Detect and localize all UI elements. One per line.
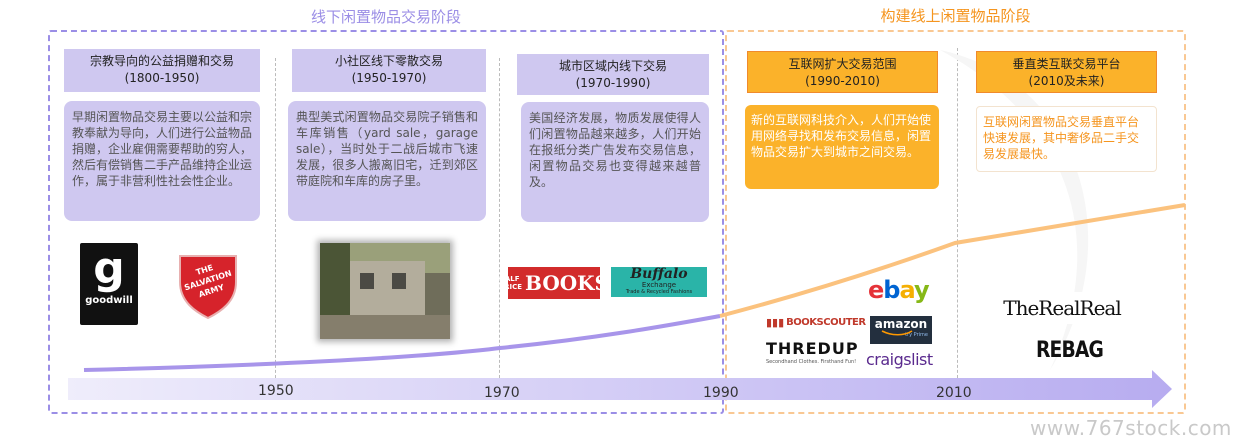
half-price-books-logo: HALF PRICE BOOKS [499, 267, 609, 299]
stage-5-header: 垂直类互联交易平台 (2010及未来) [976, 51, 1157, 93]
buffalo-exchange-logo: Buffalo Exchange Trade & Recycled Fashio… [611, 267, 707, 297]
stage-3-header: 城市区域内线下交易 (1970-1990) [517, 54, 709, 95]
stage-1-period: (1800-1950) [124, 71, 200, 85]
buffalo-exchange-name: Buffalo [630, 266, 688, 282]
growth-curve-offline [83, 314, 721, 372]
amazon-tag: try Prime [905, 332, 928, 338]
photo-window [360, 273, 374, 289]
stage-4-header: 互联网扩大交易范围 (1990-2010) [747, 51, 938, 93]
amazon-text: amazon [874, 317, 928, 331]
photo-window [392, 273, 406, 289]
stage-2-description: 典型美式闲置物品交易院子销售和车库销售（yard sale，garage sal… [288, 101, 486, 221]
half-price-books-small: HALF [499, 275, 520, 283]
therealreal-logo: TheRealReal [996, 292, 1128, 324]
watermark-text: www.767stock.com [1030, 416, 1232, 440]
stage-separator [275, 58, 276, 388]
salvation-army-logo [179, 255, 237, 320]
ebay-letter: a [899, 276, 915, 304]
stage-separator [957, 48, 958, 388]
goodwill-text: goodwill [85, 295, 133, 306]
stage-4-description: 新的互联网科技介入，人们开始使用网络寻找和发布交易信息，闲置物品交易扩大到城市之… [745, 105, 939, 189]
ebay-logo: ebay [868, 275, 930, 305]
amazon-logo: amazon try Prime [870, 316, 932, 344]
offline-phase-frame [48, 30, 724, 414]
offline-phase-title: 线下闲置物品交易阶段 [310, 8, 461, 26]
stage-3-title: 城市区域内线下交易 [558, 59, 667, 73]
thredup-tagline: Secondhand Clothes. Firsthand Fun! [766, 359, 857, 365]
thredup-text: THREDUP [766, 339, 859, 358]
stage-2-title: 小社区线下零散交易 [334, 54, 443, 68]
stage-5-title: 垂直类互联交易平台 [1012, 57, 1121, 71]
stage-1-description: 早期闲置物品交易主要以公益和宗教奉献为导向，人们进行公益物品捐赠，企业雇佣需要帮… [64, 101, 260, 221]
ebay-letter: e [868, 276, 884, 304]
stage-separator [499, 58, 500, 388]
stage-1-header: 宗教导向的公益捐赠和交易 (1800-1950) [64, 49, 260, 92]
online-phase-frame [725, 30, 1186, 414]
bookscouter-icon: ▮▮▮ [766, 315, 785, 329]
goodwill-mark: g [93, 243, 125, 294]
rebag-logo: REBAG [1036, 338, 1104, 363]
year-label-1970: 1970 [484, 385, 520, 401]
stage-5-period: (2010及未来) [1028, 74, 1105, 88]
ebay-letter: y [913, 276, 930, 304]
stage-1-title: 宗教导向的公益捐赠和交易 [89, 54, 234, 68]
stage-4-title: 互联网扩大交易范围 [788, 57, 897, 71]
ebay-letter: b [883, 276, 900, 304]
amazon-smile-icon [881, 330, 913, 336]
stage-3-description: 美国经济发展，物质发展使得人们闲置物品越来越多，人们开始在报纸分类广告发布交易信… [521, 102, 709, 222]
timeline-arrow [68, 370, 1172, 408]
online-phase-title: 构建线上闲置物品阶段 [880, 7, 1031, 25]
year-label-1950: 1950 [258, 383, 294, 399]
photo-ground [320, 315, 450, 339]
stage-2-period: (1950-1970) [351, 71, 427, 85]
buffalo-exchange-sub: Exchange [641, 281, 677, 289]
craigslist-logo: craigslist [866, 350, 933, 369]
half-price-books-small: PRICE [499, 283, 523, 291]
buffalo-exchange-tag: Trade & Recycled Fashions [625, 289, 693, 295]
thredup-logo: THREDUP Secondhand Clothes. Firsthand Fu… [766, 340, 862, 372]
photo-house [345, 261, 425, 316]
bookscouter-text: BOOKSCOUTER [786, 316, 866, 328]
bookscouter-logo: ▮▮▮ BOOKSCOUTER [766, 314, 866, 330]
stage-2-header: 小社区线下零散交易 (1950-1970) [292, 49, 486, 92]
year-label-2010: 2010 [936, 385, 972, 401]
goodwill-logo: g goodwill [80, 243, 138, 325]
growth-curve-online [719, 203, 1186, 318]
stage-5-description: 互联网闲置物品交易垂直平台快速发展，其中奢侈品二手交易发展最快。 [976, 106, 1157, 172]
stage-4-period: (1990-2010) [805, 74, 880, 88]
yard-sale-photo [320, 243, 450, 339]
year-label-1990: 1990 [703, 385, 739, 401]
stage-3-period: (1970-1990) [575, 76, 651, 90]
half-price-books-big: BOOKS [525, 271, 609, 295]
